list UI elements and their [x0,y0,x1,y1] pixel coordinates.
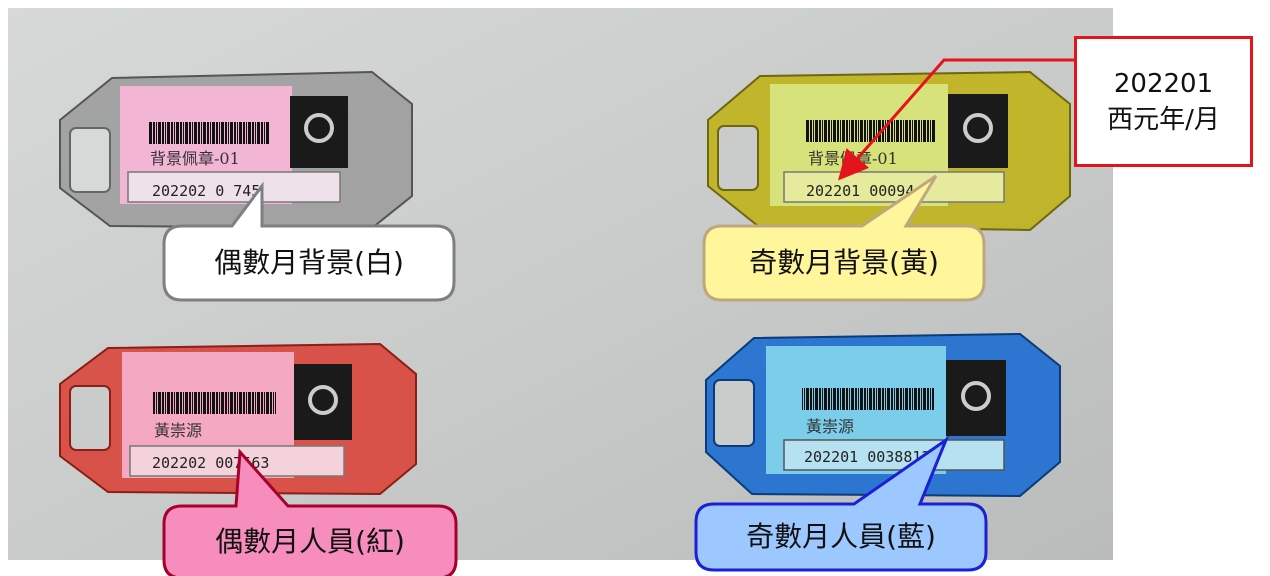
bubble-even-month-staff [162,448,458,576]
bubble-odd-month-background [702,174,986,302]
badge-name: 黃崇源 [806,417,854,436]
badge-barcode [152,392,276,414]
annotation-date-caption: 西元年/月 [1107,104,1220,135]
bubble-even-month-background [162,181,456,302]
badge-serial-strip [129,445,345,477]
badge-lanyard-slot [69,385,111,451]
badge-chip-window [294,364,352,440]
bubble-label-odd-month-staff: 奇數月人員(藍) [746,520,936,553]
bubble-odd-month-staff [694,435,988,572]
badge-serial-strip [127,171,341,203]
badge-barcode [148,122,270,144]
badge-lanyard-slot [717,125,759,191]
annotation-date-code: 202201 [1113,68,1214,99]
badge-chip-window [948,94,1008,168]
badge-odd-month-background: 背景佩章-01 202201 00094 [707,70,1071,232]
badge-chip-circle [308,385,338,415]
badge-even-month-background: 背景佩章-01 202202 0 745 [59,70,413,230]
badge-serial: 202201 00094 [806,182,914,200]
badge-barcode [802,388,934,410]
badge-chip-window [290,96,348,168]
annotation-box: 202201 西元年/月 [1074,36,1253,167]
badge-lanyard-slot [713,379,755,447]
badge-barcode [806,120,936,142]
badge-chip-circle [304,113,334,143]
badge-serial: 202202 0 745 [152,182,260,200]
badge-serial: 202201 0038813 [804,448,930,466]
badge-odd-month-staff: 黃崇源 202201 0038813 [705,332,1061,498]
bubble-label-even-month-background: 偶數月背景(白) [214,246,404,279]
badge-name: 黃崇源 [154,421,202,440]
badge-serial-strip [783,171,1005,203]
badge-even-month-staff: 黃崇源 202202 007563 [59,342,417,496]
annotation-arrow [838,58,1074,181]
badge-chip-circle [961,381,991,411]
bubble-label-odd-month-background: 奇數月背景(黃) [749,246,939,279]
badge-lanyard-slot [69,127,111,193]
badge-chip-circle [963,113,993,143]
badge-serial-strip [783,439,1005,471]
badge-name: 背景佩章-01 [150,149,240,168]
bubble-label-even-month-staff: 偶數月人員(紅) [215,525,405,558]
badge-chip-window [946,360,1006,436]
